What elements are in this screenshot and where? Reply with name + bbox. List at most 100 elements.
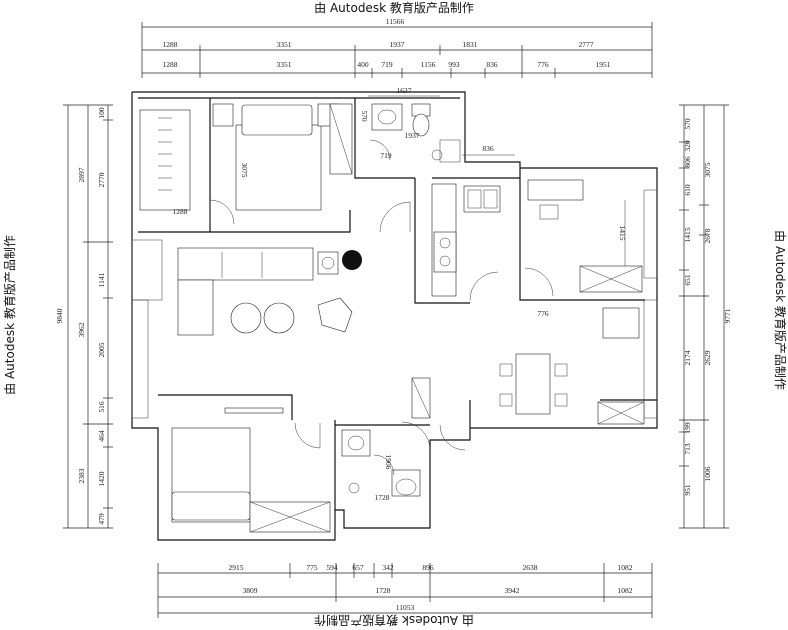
exterior-walls: [131, 91, 658, 541]
dim-left-outer-3: 2383: [77, 468, 86, 483]
dim-bot-r2-4: 1082: [618, 586, 633, 595]
dim-top-r2-9: 1951: [596, 60, 611, 69]
bottom-dimensions: 2915 775 594 657 342 896 2638 1082 3809 …: [157, 563, 653, 618]
dim-bot-r1-7: 2638: [523, 563, 538, 572]
dim-top-r2-6: 993: [448, 60, 460, 69]
tv-cabinet: [224, 407, 284, 414]
dim-left-outer-1: 2897: [77, 167, 86, 182]
sofa: [177, 247, 314, 281]
dim-left-inner-3: 1141: [97, 272, 106, 287]
dim-top-r1-1: 1288: [163, 40, 178, 49]
dim-bot-r2-2: 1728: [376, 586, 391, 595]
right-dimensions: 9771 3075 2629 1006 2678 570 320 806 610…: [679, 104, 732, 529]
desk: [527, 179, 584, 201]
dim-left-outer-2: 3962: [77, 322, 86, 337]
doors: [209, 139, 554, 476]
left-dimensions: 9840 2897 3962 2383 100 2770 1141 2005 5…: [55, 104, 113, 529]
dim-top-r2-2: 3351: [277, 60, 292, 69]
dim-int-1288: 1288: [173, 207, 188, 216]
kitchen: [431, 183, 501, 297]
armchair: [317, 297, 353, 333]
dim-left-inner-6: 464: [97, 430, 106, 442]
dim-top-r2-8: 776: [537, 60, 549, 69]
dim-int-1728: 1728: [375, 493, 390, 502]
dim-right-inner-9: 713: [683, 443, 692, 455]
dim-left-inner-1: 100: [97, 107, 106, 119]
dining-area: [411, 307, 645, 425]
dim-top-r2-7: 836: [486, 60, 498, 69]
top-dimensions: 11566 1288 3351 1937 1831 2777 1288 3351…: [141, 17, 653, 78]
dim-bot-r2-3: 3942: [505, 586, 520, 595]
sink-bottom: [341, 429, 371, 457]
dim-left-inner-7: 1420: [97, 471, 106, 486]
dim-right-inner-2: 320: [683, 140, 692, 152]
dim-left-inner-8: 479: [97, 513, 106, 525]
bedside-table-left: [212, 103, 234, 127]
dim-right-inner-4: 610: [683, 184, 692, 196]
watermark-left: 由 Autodesk 教育版产品制作: [2, 235, 17, 395]
dim-left-overall: 9840: [55, 308, 64, 323]
dim-bot-overall: 11053: [396, 603, 415, 612]
dim-int-1906: 1906: [384, 455, 393, 470]
kitchen-sink: [463, 185, 501, 213]
fridge: [602, 307, 640, 339]
dim-bot-r1-1: 2915: [229, 563, 244, 572]
dim-bot-r1-2: 775: [306, 563, 318, 572]
toilet-bottom: [391, 469, 421, 497]
living-room: [177, 247, 362, 414]
dim-right-outer-2: 2629: [703, 350, 712, 365]
double-bed-top: [235, 124, 322, 211]
watermark-bottom: 由 Autodesk 教育版产品制作: [314, 613, 474, 628]
dim-top-r1-3: 1937: [390, 40, 405, 49]
coffee-table-1: [230, 302, 262, 334]
interior-dimensions: 1637 570 719 1937 836 3075 1288 1415 776…: [173, 86, 628, 502]
dim-right-inner-5: 1415: [683, 227, 692, 242]
dim-bot-r1-6: 896: [422, 563, 434, 572]
dim-right-inner-7: 2174: [683, 350, 692, 365]
dim-int-1415: 1415: [618, 226, 627, 241]
interior-walls: [138, 98, 657, 510]
dim-bot-r1-3: 594: [326, 563, 338, 572]
watermark-right: 由 Autodesk 教育版产品制作: [773, 230, 788, 390]
dim-int-1937: 1937: [405, 131, 420, 140]
dim-bot-r1-8: 1082: [618, 563, 633, 572]
dim-left-inner-2: 2770: [97, 172, 106, 187]
dim-top-r1-5: 2777: [579, 40, 594, 49]
dim-top-r1-4: 1831: [463, 40, 478, 49]
bottom-bathroom: [341, 429, 421, 497]
bottom-bedroom: [171, 427, 331, 533]
sink-top: [371, 103, 403, 131]
dim-top-overall: 11566: [386, 17, 405, 26]
dim-int-570: 570: [360, 110, 369, 122]
dim-bot-r1-5: 342: [382, 563, 394, 572]
dim-right-inner-10: 951: [683, 484, 692, 496]
dim-int-719: 719: [380, 151, 392, 160]
dim-right-inner-3: 806: [683, 156, 692, 168]
top-bathroom: [371, 103, 461, 163]
coffee-table-2: [263, 302, 295, 334]
wardrobe-left: [139, 109, 191, 211]
dim-top-r2-5: 1156: [421, 60, 436, 69]
dim-int-3075: 3075: [240, 163, 249, 178]
dim-left-inner-5: 516: [97, 401, 106, 413]
second-bedroom: [527, 179, 643, 293]
dim-left-inner-4: 2005: [97, 342, 106, 357]
dim-right-outer-1: 3075: [703, 162, 712, 177]
stove: [433, 231, 457, 273]
dim-right-inner-1: 570: [683, 118, 692, 130]
dim-right-inner-6: 651: [683, 274, 692, 286]
watermark-top: 由 Autodesk 教育版产品制作: [314, 0, 474, 15]
dim-right-outer-3: 1006: [703, 466, 712, 481]
dining-table: [515, 353, 551, 415]
plant: [342, 250, 362, 270]
master-bedroom: [139, 103, 353, 211]
dim-int-836: 836: [482, 144, 494, 153]
dim-top-r1-2: 3351: [277, 40, 292, 49]
dim-top-r2-4: 719: [381, 60, 393, 69]
dim-bot-r1-4: 657: [352, 563, 364, 572]
dim-int-1637: 1637: [397, 86, 412, 95]
dim-right-inner-extra: 2678: [703, 228, 712, 243]
dim-right-overall: 9771: [723, 308, 732, 323]
dim-top-r2-3: 400: [357, 60, 369, 69]
